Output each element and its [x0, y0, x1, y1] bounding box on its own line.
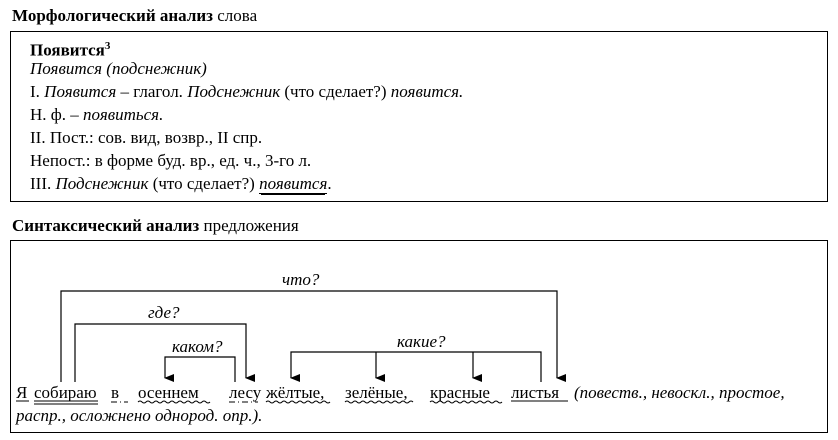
underline-yellow [265, 400, 331, 404]
arc-where [74, 323, 255, 382]
morph-line-6-question: (что сделает?) [148, 174, 260, 193]
word-green: зелёные, [345, 383, 408, 402]
question-where: где? [148, 303, 180, 322]
arc-which-many [290, 351, 542, 382]
question-what: что? [282, 270, 320, 289]
morph-line-1: Появится (подснежник) [30, 59, 207, 79]
morph-line-6-roman: III. [30, 174, 56, 193]
morph-line-2-roman: I. [30, 82, 45, 101]
morph-line-3: Н. ф. – появиться. [30, 105, 163, 125]
word-predicate: собираю [34, 383, 97, 402]
morph-line-2-word1: Появится [44, 82, 117, 101]
syntax-box [10, 240, 828, 433]
question-which-one: каком? [172, 337, 223, 356]
morph-line-2-text2: (что сделает?) [280, 82, 391, 101]
syntax-heading-rest: предложения [199, 216, 299, 235]
word-forest: лесу [229, 383, 262, 402]
morph-line-1-text: Появится (подснежник) [30, 59, 207, 78]
sentence-description-2: распр., осложнено однород. опр.). [16, 406, 263, 425]
underline-green [344, 400, 414, 404]
syntax-heading: Синтаксический анализ предложения [12, 216, 299, 236]
word-preposition: в [111, 383, 120, 402]
arc-which-one [164, 356, 236, 382]
morph-word-footnote: 3 [104, 40, 111, 52]
morph-line-6-predicate: появится [259, 174, 328, 194]
syntax-heading-bold: Синтаксический анализ [12, 216, 200, 235]
underline-autumn [137, 400, 211, 404]
morph-line-2-word3: появится. [390, 82, 464, 101]
morph-line-2-text1: – глагол. [116, 82, 188, 101]
word-subject: Я [16, 383, 28, 402]
morph-line-6-subject: Подснежник [55, 174, 149, 193]
morph-word-text: Появится [30, 40, 105, 60]
underline-red [429, 400, 503, 404]
morphology-heading: Морфологический анализ слова [12, 6, 257, 26]
morphology-heading-bold: Морфологический анализ [12, 6, 213, 25]
question-which-many: какие? [397, 332, 446, 351]
morph-line-5: Непост.: в форме буд. вр., ед. ч., 3-го … [30, 151, 312, 170]
word-leaves: листья [511, 383, 560, 402]
sentence-description-1: (повеств., невоскл., простое, [574, 383, 785, 402]
arc-what [60, 290, 566, 382]
word-autumn: осеннем [138, 383, 199, 402]
word-red: красные [430, 383, 490, 402]
morph-word: Появится3 [30, 36, 110, 61]
morph-line-3-word: появиться. [83, 105, 164, 124]
word-yellow: жёлтые, [266, 383, 325, 402]
morphology-box [10, 31, 828, 202]
morph-line-2-word2: Подснежник [187, 82, 281, 101]
morph-line-3-text: Н. ф. – [30, 105, 84, 124]
morphology-heading-rest: слова [213, 6, 258, 25]
morph-line-2: I. Появится – глагол. Подснежник (что сд… [30, 82, 463, 102]
morph-line-6-end: . [327, 174, 332, 193]
morph-line-6: III. Подснежник (что сделает?) появится. [30, 174, 332, 194]
morph-line-4: II. Пост.: сов. вид, возвр., II спр. [30, 128, 263, 147]
